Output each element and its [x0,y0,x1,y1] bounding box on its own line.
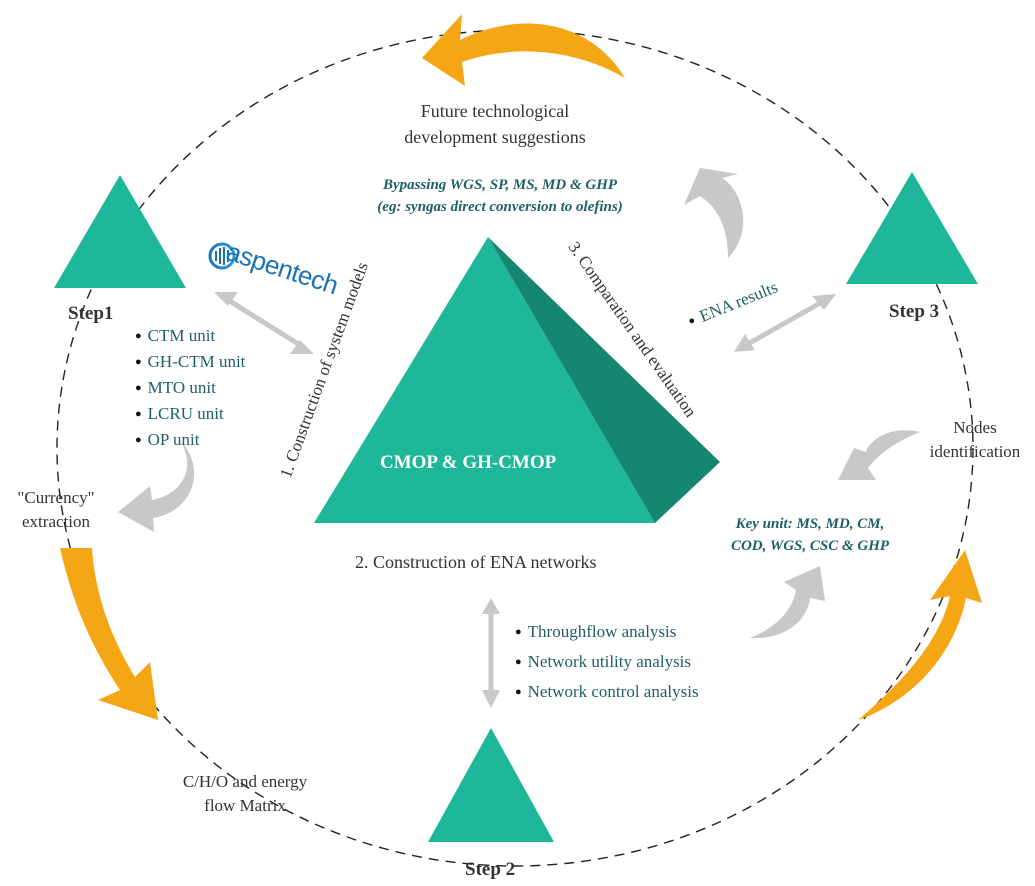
nodes-identification-text: Nodes identification [918,416,1032,464]
pyramid-label: CMOP & GH-CMOP [380,452,557,473]
key-unit-note: Key unit: MS, MD, CM, COD, WGS, CSC & GH… [690,513,930,557]
nodes-line-2: identification [929,442,1021,461]
bypass-note: Bypassing WGS, SP, MS, MD & GHP (eg: syn… [335,174,665,218]
gray-arrow-future [684,168,744,258]
key-unit-line-2: COD, WGS, CSC & GHP [730,538,890,554]
unit-item-lcru: LCRU unit [135,402,245,428]
step2-triangle [428,728,554,842]
analyses-list: Throughflow analysis Network utility ana… [515,618,699,708]
nodes-line-1: Nodes [953,418,997,437]
analysis-item-throughflow: Throughflow analysis [515,618,699,648]
currency-extraction-text: "Currency" extraction [0,486,112,534]
bypass-line-1: Bypassing WGS, SP, MS, MD & GHP [382,177,618,193]
orange-arrow-right [858,550,982,720]
currency-line-2: extraction [22,512,90,531]
analysis-item-utility: Network utility analysis [515,648,699,678]
key-unit-line-1: Key unit: MS, MD, CM, [735,516,885,532]
unit-item-ctm: CTM unit [135,324,245,350]
gray-arrow-keyunit [750,566,825,639]
step1-triangle [54,175,186,288]
currency-line-1: "Currency" [17,488,95,507]
aspentech-logo-icon [208,242,236,270]
pyramid-front-face [314,237,655,523]
step3-label: Step 3 [889,301,940,322]
bypass-line-2: (eg: syngas direct conversion to olefins… [377,199,623,215]
orange-arrow-top [422,14,625,86]
step3-triangle [846,172,978,284]
matrix-text: C/H/O and energy flow Matrix [165,770,325,818]
double-arrow-aspen [214,292,314,354]
gray-arrow-currency [118,440,195,532]
unit-item-gh-ctm: GH-CTM unit [135,350,246,376]
analysis-item-control: Network control analysis [515,678,699,708]
gray-arrow-nodes [838,430,920,480]
double-arrow-step3 [734,294,836,352]
process-construction-ena: 2. Construction of ENA networks [355,552,597,572]
unit-item-mto: MTO unit [135,376,245,402]
pyramid-side-face [488,237,720,523]
future-line-2: development suggestions [404,127,586,147]
matrix-line-2: flow Matrix [204,796,286,815]
double-arrow-step2 [482,598,500,708]
future-suggestions-text: Future technological development suggest… [380,98,610,150]
units-list: CTM unit GH-CTM unit MTO unit LCRU unit … [135,324,246,454]
step2-label: Step 2 [465,859,516,880]
step1-label: Step1 [68,303,114,324]
orange-arrow-left [60,548,158,720]
matrix-line-1: C/H/O and energy [182,772,308,791]
future-line-1: Future technological [420,101,570,121]
unit-item-op: OP unit [135,428,245,454]
